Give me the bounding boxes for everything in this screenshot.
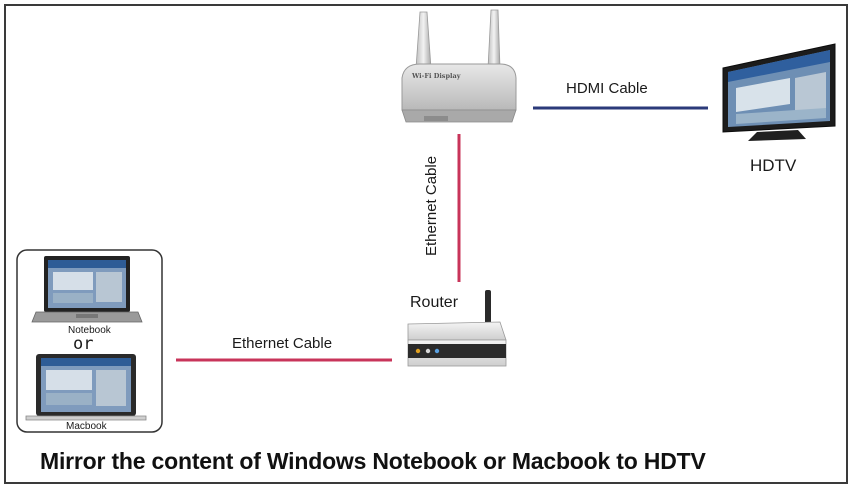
wifi-display-device-icon: Wi-Fi Display bbox=[402, 10, 516, 122]
or-label: or bbox=[73, 334, 93, 354]
ethernet-cable-horizontal-label: Ethernet Cable bbox=[232, 335, 332, 352]
wifi-display-device-label: Wi-Fi Display bbox=[411, 72, 461, 80]
macbook-icon bbox=[26, 354, 146, 420]
hdtv-icon bbox=[723, 44, 835, 141]
router-label: Router bbox=[410, 294, 458, 312]
diagram-caption: Mirror the content of Windows Notebook o… bbox=[40, 448, 706, 475]
hdtv-label: HDTV bbox=[750, 156, 796, 176]
macbook-label: Macbook bbox=[66, 421, 107, 432]
hdmi-cable-label: HDMI Cable bbox=[566, 80, 648, 97]
ethernet-cable-vertical-label: Ethernet Cable bbox=[423, 156, 440, 256]
notebook-icon bbox=[32, 256, 142, 322]
